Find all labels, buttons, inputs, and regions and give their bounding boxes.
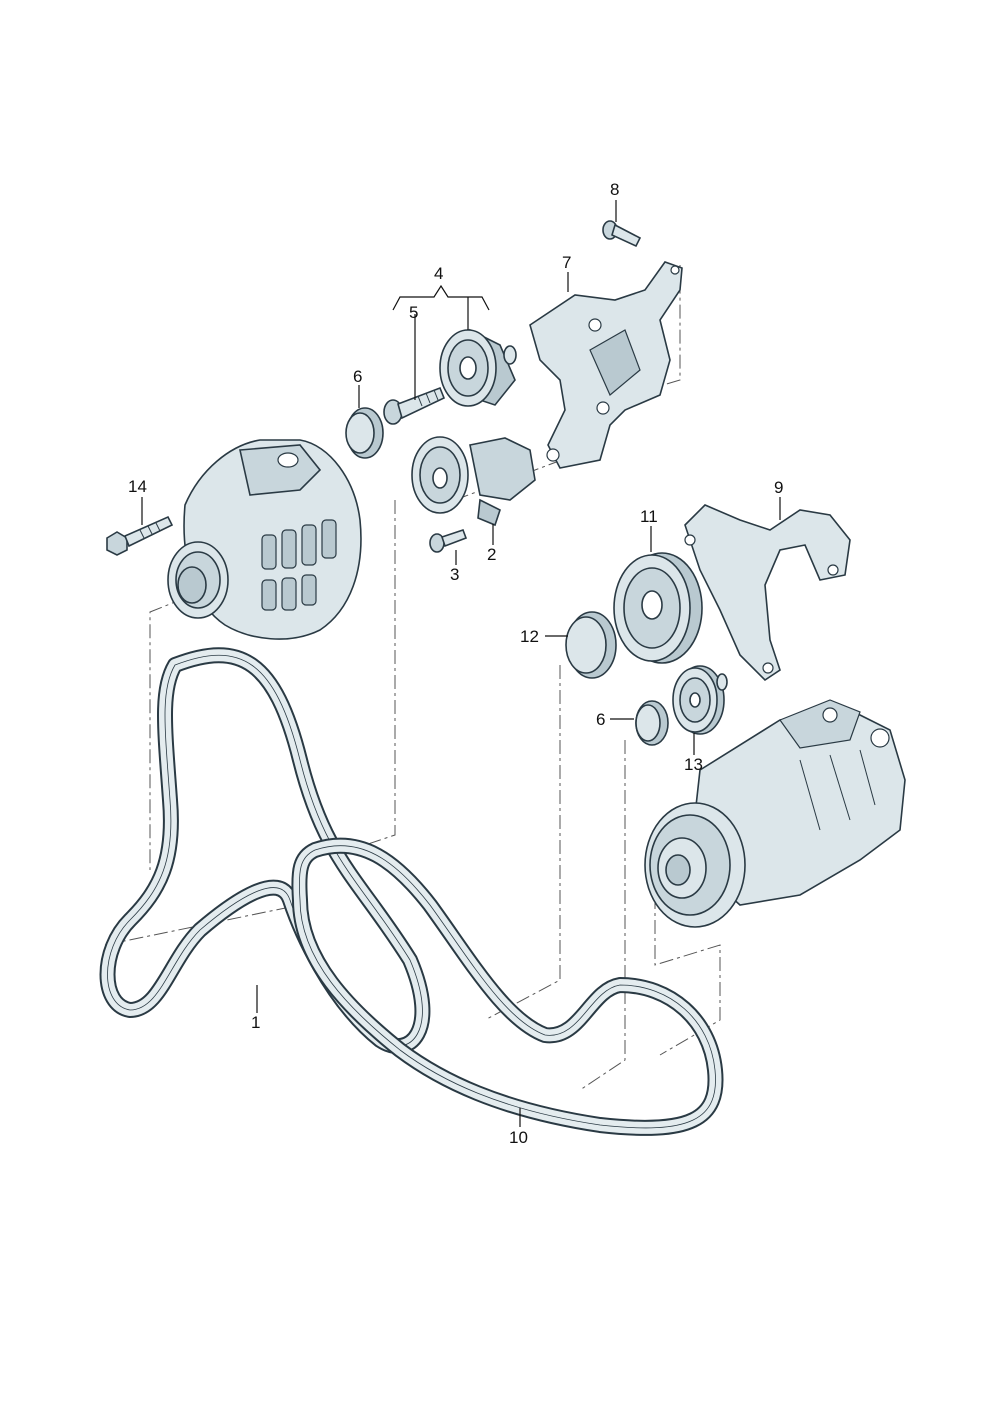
washer-6-lower [635,700,669,746]
callout-1: 1 [251,1013,260,1032]
bracket-7 [529,261,683,469]
callout-8: 8 [610,180,619,199]
callout-12: 12 [520,627,539,646]
idler-pulley-11 [613,552,703,664]
callout-13: 13 [684,755,703,774]
ac-compressor [644,699,906,928]
washer-6-upper [345,407,384,459]
belt-1 [99,647,431,1054]
callout-3: 3 [450,565,459,584]
bolt-5 [383,386,446,425]
callout-6-lower: 6 [596,710,605,729]
callout-9: 9 [774,478,783,497]
bolt-3 [429,528,468,553]
callout-10: 10 [509,1128,528,1147]
idler-pulley-4 [439,328,517,407]
callout-5: 5 [409,303,418,322]
washer-12 [565,611,617,679]
callout-7: 7 [562,253,571,272]
alternator [167,439,362,640]
callout-4: 4 [434,264,443,283]
bolt-8 [602,220,642,248]
callout-11: 11 [640,507,658,526]
callouts: 14 8 7 4 5 6 2 3 9 11 12 6 13 1 10 [128,180,783,1147]
leader-lines [141,200,781,1127]
callout-14: 14 [128,477,147,496]
belt-10 [291,837,724,1136]
callout-6-upper: 6 [353,367,362,386]
idler-pulley-13 [672,665,728,735]
callout-2: 2 [487,545,496,564]
tensioner-2 [411,436,536,527]
bracket-9 [684,504,851,682]
alternator-fins [261,519,337,611]
bolt-14 [106,515,174,556]
